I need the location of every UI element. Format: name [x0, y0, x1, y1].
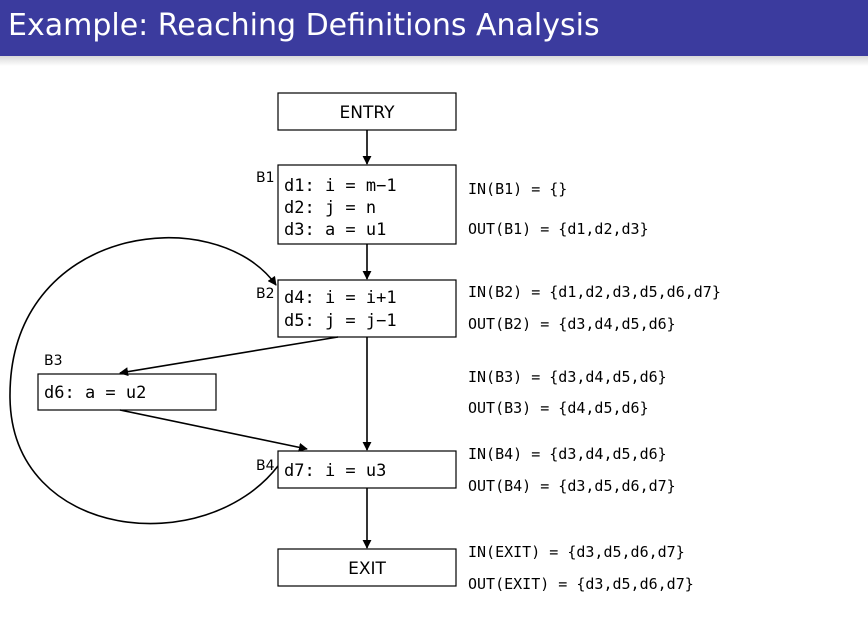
entry-label: ENTRY: [340, 103, 396, 123]
in-exit: IN(EXIT) = {d3,d5,d6,d7}: [468, 543, 685, 561]
b3-line-1: d6: a = u2: [44, 383, 146, 403]
edge-b2-b3: [119, 336, 339, 377]
in-b1: IN(B1) = {}: [468, 180, 567, 198]
in-b2: IN(B2) = {d1,d2,d3,d5,d6,d7}: [468, 283, 721, 301]
out-b1: OUT(B1) = {d1,d2,d3}: [468, 220, 649, 238]
title-shadow: [0, 56, 868, 66]
b2-node: [277, 279, 457, 338]
b2-label: B2: [256, 286, 275, 302]
slide-title-bar: Example: Reaching Definitions Analysis: [0, 0, 868, 56]
b1-line-2: d2: j = n: [284, 198, 376, 218]
b3-label: B3: [44, 353, 63, 369]
b3-node: [37, 373, 217, 411]
entry-node: [277, 92, 457, 131]
b1-line-1: d1: i = m−1: [284, 176, 397, 196]
b2-line-2: d5: j = j−1: [284, 311, 397, 331]
in-b4: IN(B4) = {d3,d4,d5,d6}: [468, 445, 667, 463]
out-b3: OUT(B3) = {d4,d5,d6}: [468, 399, 649, 417]
b1-node: [277, 164, 457, 245]
out-exit: OUT(EXIT) = {d3,d5,d6,d7}: [468, 575, 694, 593]
b2-line-1: d4: i = i+1: [284, 288, 397, 308]
edge-b4-b2-loop: [9, 237, 279, 525]
b4-line-1: d7: i = u3: [284, 461, 386, 481]
out-b4: OUT(B4) = {d3,d5,d6,d7}: [468, 477, 676, 495]
exit-node: [277, 548, 457, 587]
slide-title: Example: Reaching Definitions Analysis: [8, 8, 600, 43]
b4-node: [277, 450, 457, 489]
edge-b3-b4: [119, 409, 308, 452]
exit-label: EXIT: [348, 559, 386, 579]
in-b3: IN(B3) = {d3,d4,d5,d6}: [468, 368, 667, 386]
b1-label: B1: [256, 170, 275, 186]
b1-line-3: d3: a = u1: [284, 220, 386, 240]
out-b2: OUT(B2) = {d3,d4,d5,d6}: [468, 315, 676, 333]
b4-label: B4: [256, 458, 275, 474]
